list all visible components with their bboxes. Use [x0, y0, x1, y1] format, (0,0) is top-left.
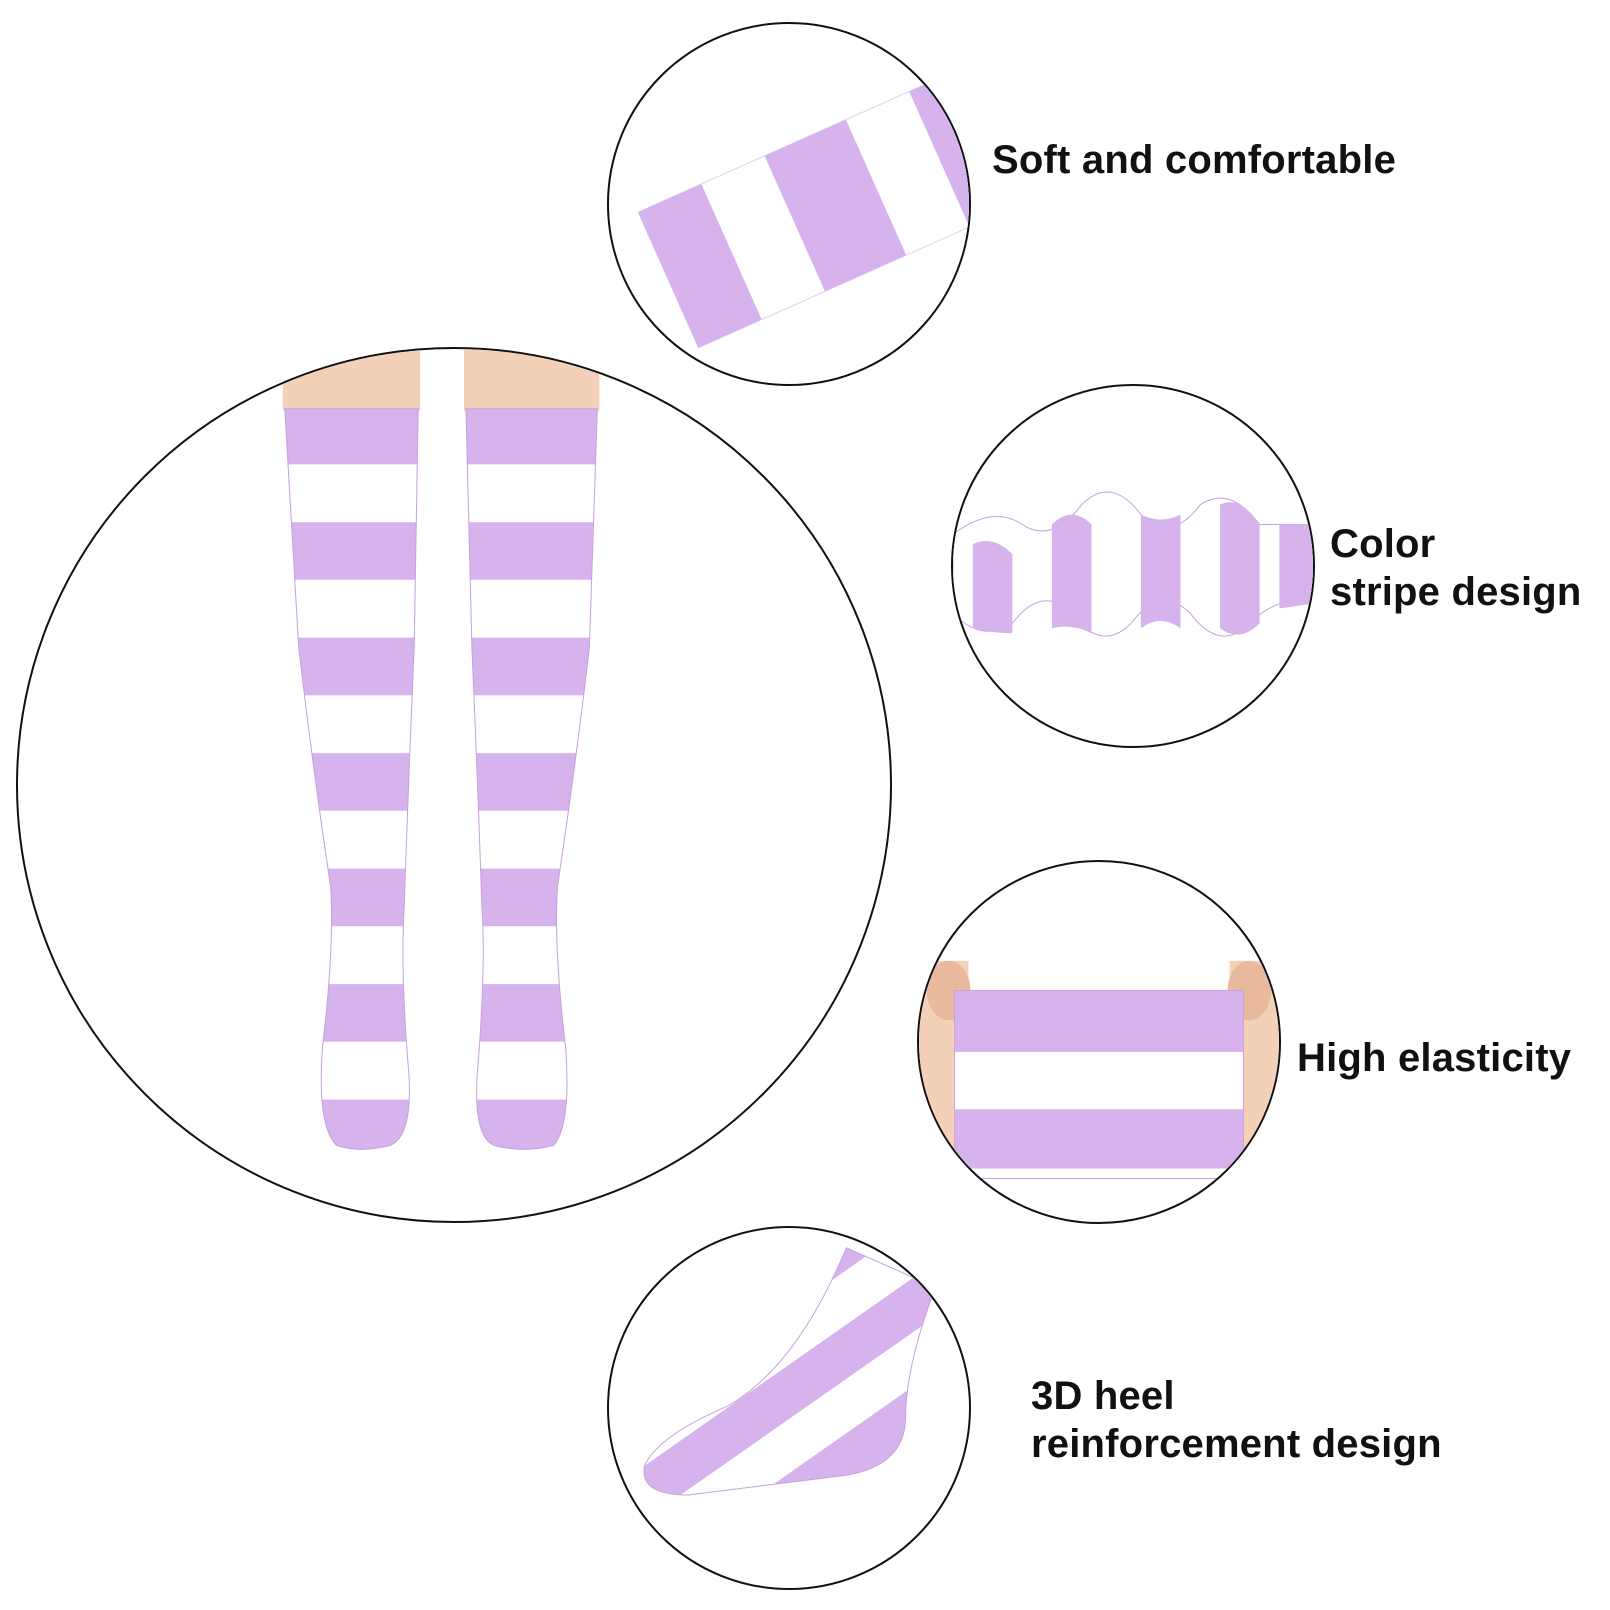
feature-label-stripe-line-1: Color	[1330, 522, 1436, 566]
feature-label-heel: 3D heel reinforcement design	[1031, 1372, 1442, 1468]
feature-label-heel-line-2: reinforcement design	[1031, 1422, 1442, 1466]
main-product-photo	[16, 347, 892, 1223]
feature-label-stripe: Color stripe design	[1330, 520, 1582, 616]
feature-label-heel-line-1: 3D heel	[1031, 1374, 1175, 1418]
left-striped-sock	[284, 408, 419, 1150]
left-thigh-skin	[282, 349, 421, 411]
feature-label-soft-line-1: Soft and comfortable	[992, 138, 1397, 182]
feature-image-heel	[607, 1226, 971, 1590]
stretched-stripe-sock-icon	[953, 491, 1313, 637]
right-striped-sock	[465, 408, 598, 1150]
feature-label-soft: Soft and comfortable	[992, 136, 1396, 184]
feature-image-soft	[607, 22, 971, 386]
legs-socks-illustration	[282, 349, 600, 1150]
feature-label-elastic: High elasticity	[1297, 1034, 1571, 1082]
sock-foot-heel-icon	[643, 1247, 937, 1496]
sock-cuff-closeup-icon	[637, 66, 969, 349]
feature-image-elastic	[917, 860, 1281, 1224]
feature-image-stripe	[951, 384, 1315, 748]
right-thigh-skin	[463, 349, 600, 411]
feature-label-stripe-line-2: stripe design	[1330, 570, 1582, 614]
hands-stretching-cuff-icon	[919, 960, 1279, 1179]
feature-label-elastic-line-1: High elasticity	[1297, 1036, 1572, 1080]
